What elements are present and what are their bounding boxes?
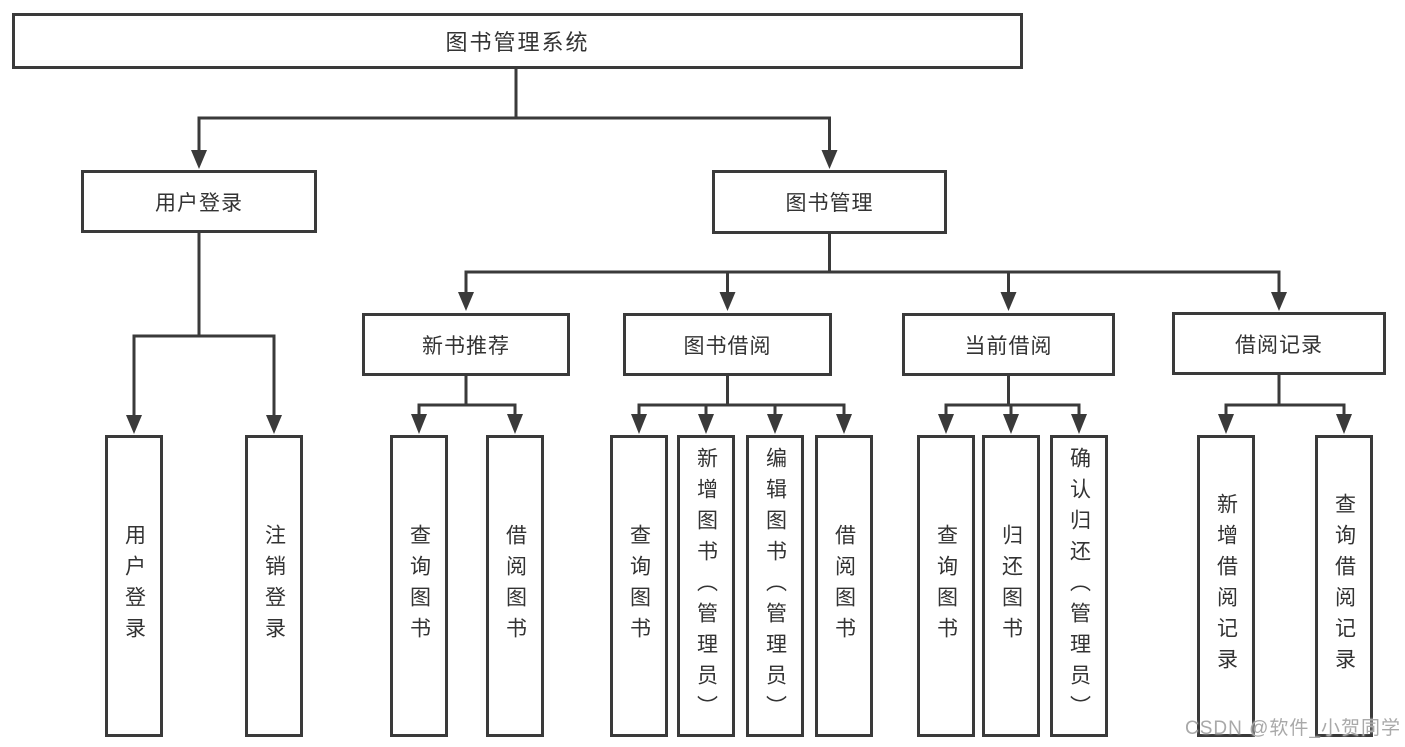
node-root-system: 图书管理系统 <box>12 13 1023 69</box>
node-borrowing-records: 借阅记录 <box>1172 312 1386 375</box>
arrowhead <box>1218 414 1234 434</box>
arrowhead <box>1003 414 1019 434</box>
leaf-edit-books-admin: 编辑图书（管理员） <box>746 435 804 737</box>
arrowhead <box>938 414 954 434</box>
arrowhead <box>719 292 736 311</box>
arrowhead <box>767 414 783 434</box>
node-book-borrowing: 图书借阅 <box>623 313 832 376</box>
csdn-watermark: CSDN @软件_小贺同学 <box>1185 718 1401 739</box>
node-book-management: 图书管理 <box>712 170 947 234</box>
arrowhead <box>821 150 838 169</box>
leaf-query-books-current: 查询图书 <box>917 435 975 737</box>
arrowhead <box>266 415 282 434</box>
arrowhead <box>507 414 523 434</box>
arrowhead <box>1271 292 1287 311</box>
node-new-book-recommend: 新书推荐 <box>362 313 570 376</box>
leaf-add-borrow-record: 新增借阅记录 <box>1197 435 1255 737</box>
arrowhead <box>1071 414 1087 434</box>
node-current-borrowing: 当前借阅 <box>902 313 1115 376</box>
arrowhead <box>631 414 647 434</box>
arrowhead <box>411 414 427 434</box>
arrowhead <box>458 292 474 311</box>
leaf-query-books-borrowing: 查询图书 <box>610 435 668 737</box>
leaf-query-borrow-record: 查询借阅记录 <box>1315 435 1373 737</box>
leaf-add-books-admin: 新增图书（管理员） <box>677 435 735 737</box>
arrowhead <box>836 414 852 434</box>
leaf-user-login: 用户登录 <box>105 435 163 737</box>
leaf-query-books-recommend: 查询图书 <box>390 435 448 737</box>
leaf-borrow-books-borrowing: 借阅图书 <box>815 435 873 737</box>
leaf-logout: 注销登录 <box>245 435 303 737</box>
arrowhead <box>1000 292 1017 311</box>
arrowhead <box>126 415 142 434</box>
leaf-confirm-return-admin: 确认归还（管理员） <box>1050 435 1108 737</box>
arrowhead <box>698 414 714 434</box>
node-user-login: 用户登录 <box>81 170 317 233</box>
arrowhead <box>1336 414 1352 434</box>
connector-path <box>132 68 1346 418</box>
arrowhead <box>191 150 207 169</box>
leaf-borrow-books-recommend: 借阅图书 <box>486 435 544 737</box>
leaf-return-books: 归还图书 <box>982 435 1040 737</box>
